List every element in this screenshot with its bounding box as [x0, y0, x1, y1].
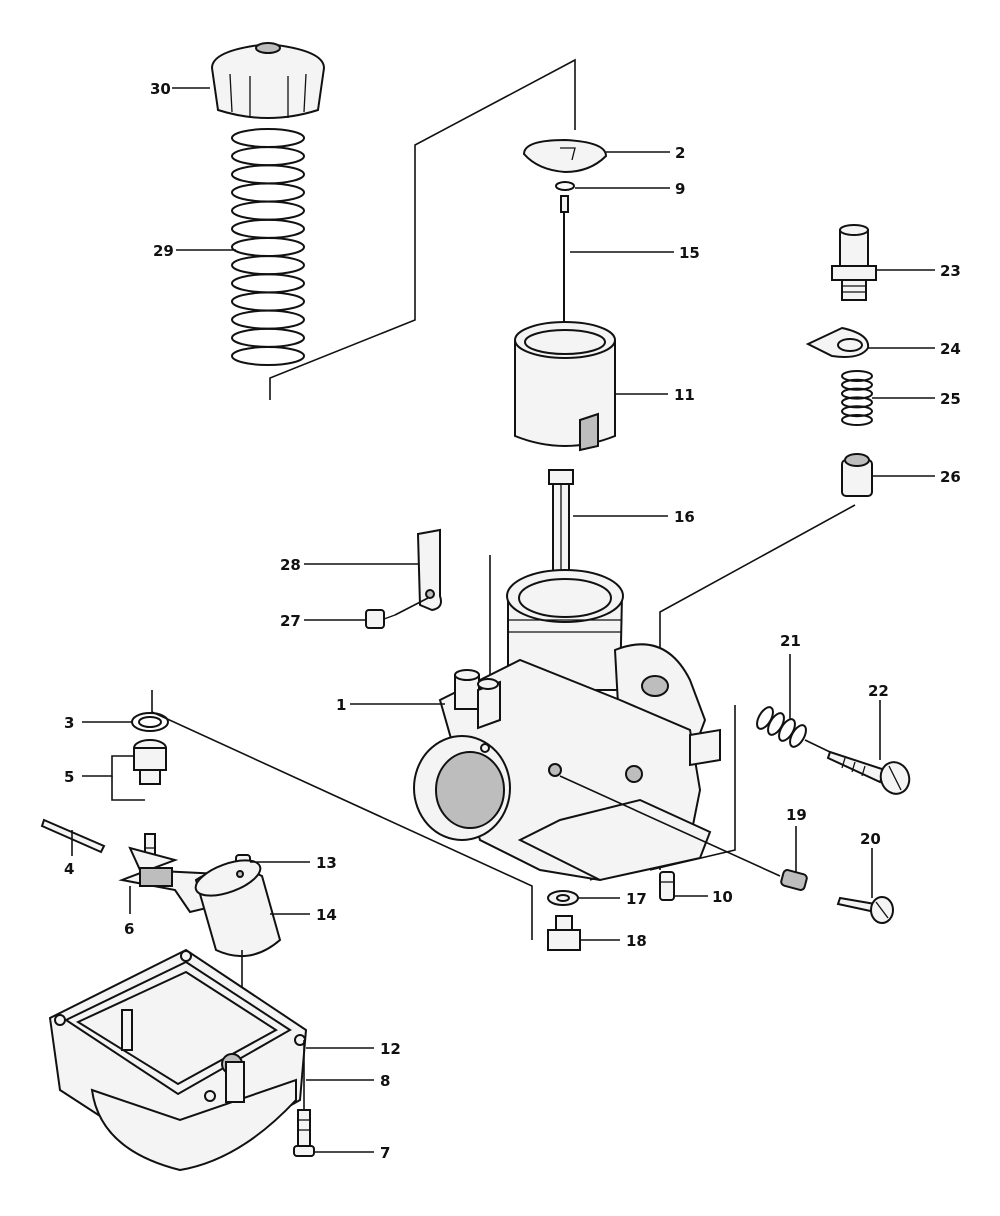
label-29: 29 — [153, 242, 174, 260]
callout-30: 30 — [150, 80, 210, 98]
part-1-carburetor-body — [413, 569, 721, 882]
part-16-needle-jet — [548, 469, 574, 581]
label-18: 18 — [626, 932, 647, 950]
part-27-screw — [365, 597, 429, 629]
callout-19: 19 — [786, 806, 807, 872]
part-26-plunger — [841, 453, 873, 497]
callout-6: 6 — [124, 886, 134, 938]
callout-12: 12 — [306, 1040, 401, 1058]
callout-9: 9 — [575, 180, 685, 198]
part-18-main-jet — [547, 915, 581, 951]
label-27: 27 — [280, 612, 301, 630]
part-3-washer — [131, 712, 169, 732]
label-30: 30 — [150, 80, 171, 98]
callout-17: 17 — [578, 890, 647, 908]
label-17: 17 — [626, 890, 647, 908]
part-24-washer — [805, 326, 870, 358]
callout-7: 7 — [314, 1144, 390, 1162]
label-2: 2 — [675, 144, 685, 162]
callout-15: 15 — [570, 244, 700, 262]
label-25: 25 — [940, 390, 961, 408]
label-13: 13 — [316, 854, 337, 872]
part-14-float — [194, 859, 282, 1030]
callout-18: 18 — [580, 932, 647, 950]
label-8: 8 — [380, 1072, 390, 1090]
label-9: 9 — [675, 180, 685, 198]
callout-21: 21 — [780, 632, 801, 720]
callout-2: 2 — [606, 144, 685, 162]
callout-13: 13 — [250, 854, 337, 872]
part-23-fitting — [831, 224, 877, 301]
part-10-jet — [659, 871, 675, 901]
part-7-screw — [293, 1040, 315, 1157]
callout-11: 11 — [615, 386, 695, 404]
label-22: 22 — [868, 682, 889, 700]
callout-5: 5 — [64, 755, 145, 801]
part-15-needle — [560, 195, 569, 336]
callout-24: 24 — [868, 340, 961, 358]
label-23: 23 — [940, 262, 961, 280]
callout-1: 1 — [336, 696, 445, 714]
part-8-float-bowl — [48, 948, 308, 1172]
label-4: 4 — [64, 860, 74, 878]
part-9-clip — [555, 181, 575, 191]
label-15: 15 — [679, 244, 700, 262]
callout-8: 8 — [306, 1072, 390, 1090]
callout-3: 3 — [64, 714, 132, 732]
part-4-pin — [40, 818, 106, 854]
callout-4: 4 — [64, 830, 74, 878]
callout-26: 26 — [872, 468, 961, 486]
label-5: 5 — [64, 768, 74, 786]
callout-16: 16 — [573, 508, 695, 526]
label-19: 19 — [786, 806, 807, 824]
label-21: 21 — [780, 632, 801, 650]
part-19-spring — [780, 869, 808, 891]
part-22-screw — [826, 750, 911, 795]
callout-22: 22 — [868, 682, 889, 760]
label-6: 6 — [124, 920, 134, 938]
part-11-throttle-valve — [514, 321, 616, 452]
part-20-screw — [559, 775, 894, 924]
label-11: 11 — [674, 386, 695, 404]
callout-25: 25 — [872, 390, 961, 408]
part-21-spring — [756, 706, 831, 753]
label-12: 12 — [380, 1040, 401, 1058]
part-28-bracket — [416, 528, 442, 612]
part-17-washer — [547, 890, 579, 906]
callout-29: 29 — [153, 242, 236, 260]
part-5-float-valve — [133, 739, 167, 863]
callout-20: 20 — [860, 830, 881, 898]
label-16: 16 — [674, 508, 695, 526]
label-10: 10 — [712, 888, 733, 906]
callout-23: 23 — [876, 262, 961, 280]
part-30-cap — [210, 42, 326, 119]
label-24: 24 — [940, 340, 961, 358]
part-2-plate — [522, 138, 608, 174]
label-1: 1 — [336, 696, 346, 714]
label-28: 28 — [280, 556, 301, 574]
callout-28: 28 — [280, 556, 418, 574]
label-20: 20 — [860, 830, 881, 848]
part-29-spring — [231, 128, 305, 366]
label-14: 14 — [316, 906, 337, 924]
label-26: 26 — [940, 468, 961, 486]
callout-27: 27 — [280, 612, 366, 630]
callout-14: 14 — [270, 906, 337, 924]
callout-10: 10 — [674, 888, 733, 906]
part-25-spring — [841, 370, 873, 426]
label-7: 7 — [380, 1144, 390, 1162]
label-3: 3 — [64, 714, 74, 732]
